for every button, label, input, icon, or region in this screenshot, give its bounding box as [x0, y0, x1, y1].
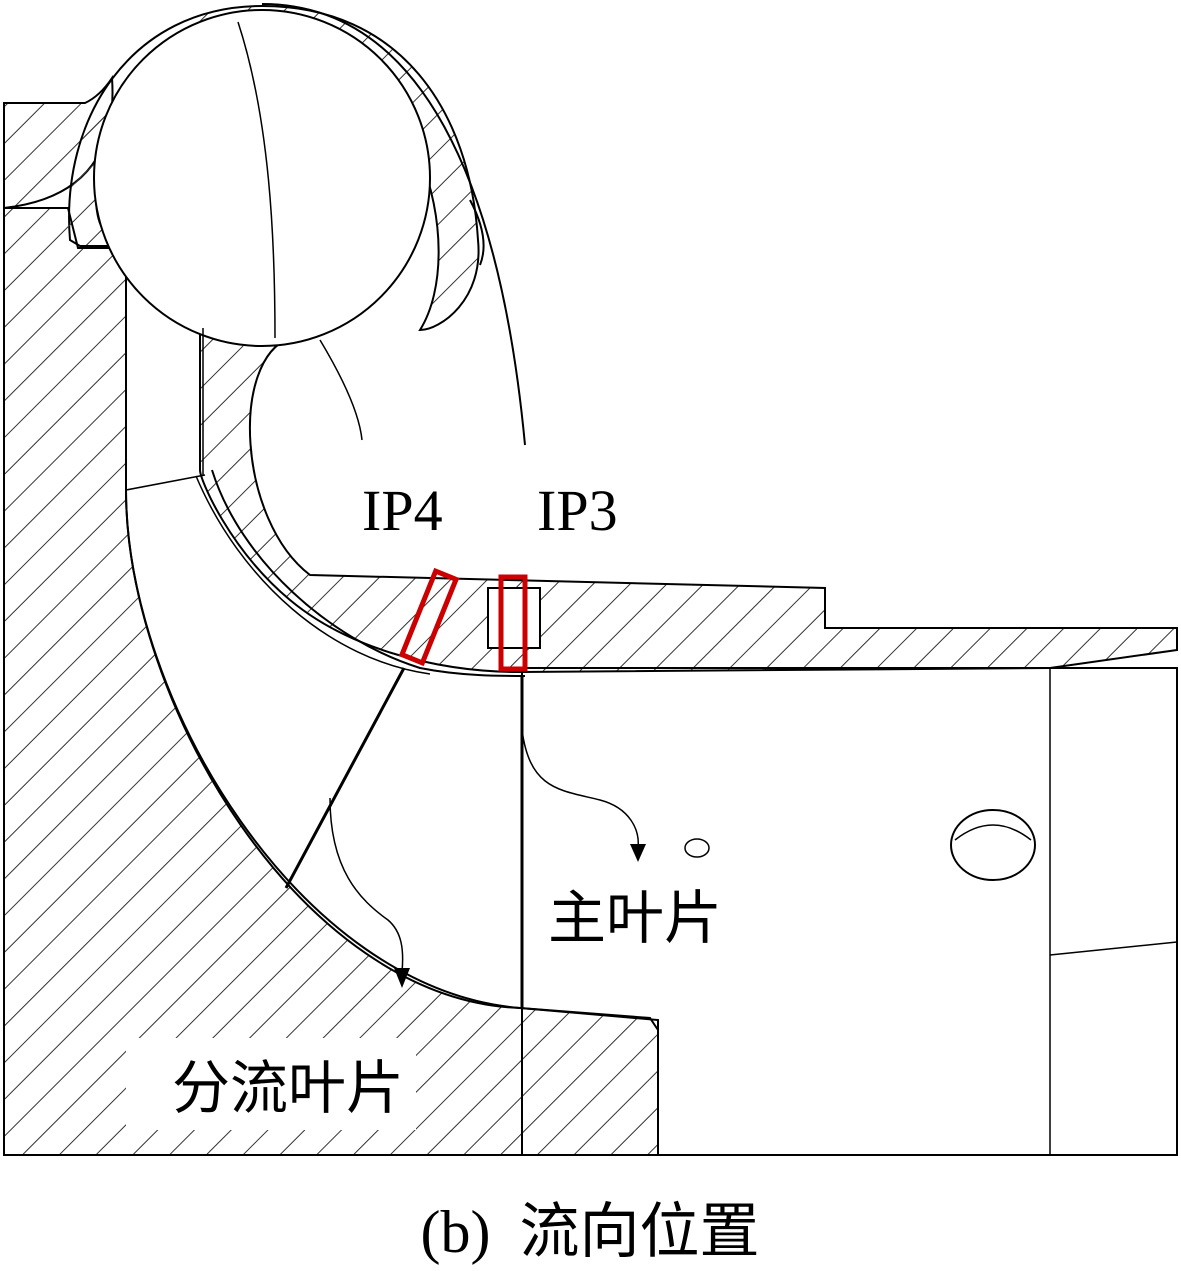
main-blade-leader [521, 729, 639, 849]
outlet-hole-large [950, 809, 1036, 881]
hub-flow-curve [125, 489, 659, 1031]
ip3-marker [498, 574, 528, 672]
main-blade-label: 主叶片 [548, 884, 722, 952]
outlet-hole-small [684, 838, 710, 858]
splitter-blade-edge [284, 667, 406, 889]
hub-disk-section [3, 207, 659, 1156]
splitter-blade-leader [329, 797, 404, 973]
caption-text: 流向位置 [519, 1197, 759, 1267]
caption-prefix: (b) [421, 1199, 491, 1265]
casing-outer-arc [261, 3, 526, 446]
ip3-label: IP3 [537, 478, 618, 543]
splitter-blade-label: 分流叶片 [172, 1054, 404, 1122]
shroud-section [199, 327, 1178, 674]
ip4-label: IP4 [362, 478, 443, 543]
figure-caption: (b) 流向位置 [421, 1197, 760, 1267]
ip4-marker [398, 567, 460, 667]
volute-inner-circle [93, 9, 431, 347]
shroud-flow-curve [211, 469, 526, 677]
